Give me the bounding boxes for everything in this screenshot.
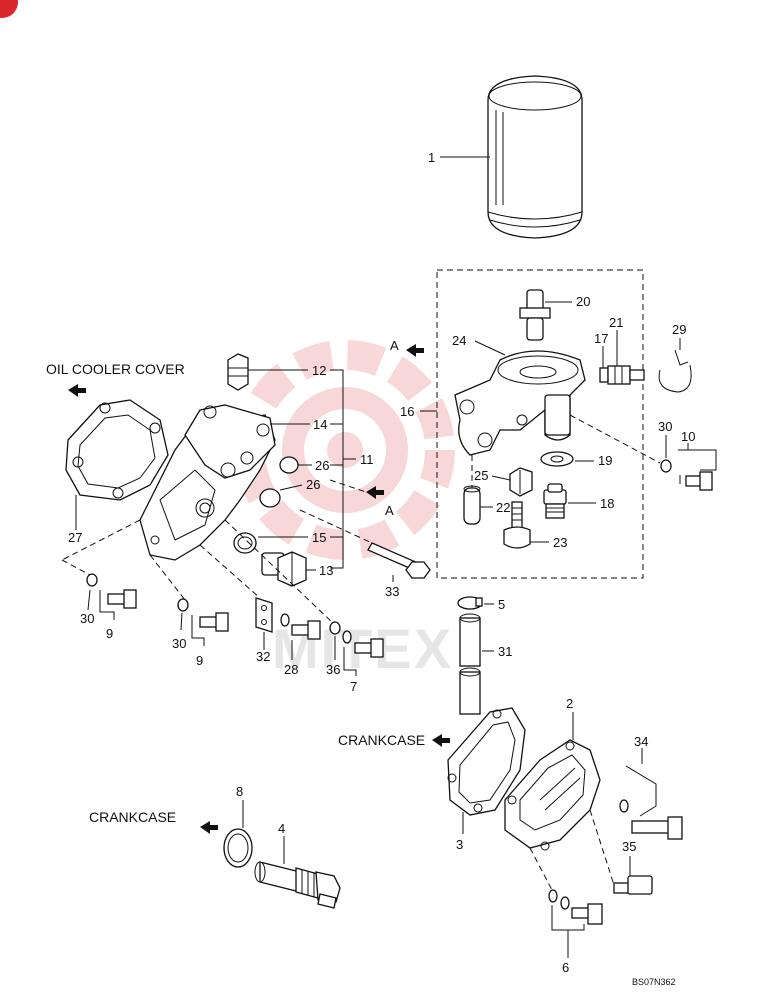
washer-30-right (660, 459, 672, 473)
arrow-oil-cooler-cover (68, 384, 86, 397)
callout-15: 15 (312, 530, 326, 545)
callout-26b: 26 (306, 477, 320, 492)
callout-17: 17 (594, 331, 608, 346)
callout-32: 32 (256, 649, 270, 664)
washer-30b (177, 598, 189, 612)
callout-24: 24 (452, 333, 466, 348)
corner-badge (0, 0, 18, 18)
callout-10: 10 (681, 429, 695, 444)
ref-a-mid: A (385, 503, 394, 518)
callout-4: 4 (278, 821, 285, 836)
gasket-3 (447, 707, 526, 816)
callout-21: 21 (609, 315, 623, 330)
filter-head-16 (454, 350, 586, 456)
callout-2: 2 (566, 696, 573, 711)
callout-7: 7 (350, 679, 357, 694)
arrow-crankcase-left (200, 821, 218, 834)
sleeve-22 (463, 485, 481, 525)
callout-29: 29 (672, 322, 686, 337)
callout-20: 20 (576, 294, 590, 309)
bolt-10 (679, 471, 713, 491)
callout-16: 16 (400, 404, 414, 419)
callout-11: 11 (360, 452, 374, 467)
oring-15 (233, 532, 257, 554)
pump-2 (504, 739, 601, 851)
callout-33: 33 (385, 584, 399, 599)
plug-13 (261, 551, 307, 587)
fitting-21 (599, 365, 645, 385)
callout-9b: 9 (196, 653, 203, 668)
gasket-27 (65, 399, 169, 501)
bolt-7 (342, 630, 384, 658)
arrow-a-mid (366, 486, 384, 499)
drawing-code: BS07N362 (632, 977, 676, 987)
washer-8 (223, 828, 253, 868)
callout-6: 6 (562, 960, 569, 975)
bolt-34 (631, 816, 683, 840)
plate-32 (255, 597, 273, 633)
caption-oil-cooler-cover: OIL COOLER COVER (46, 361, 185, 377)
bolt-6 (571, 903, 603, 925)
callout-26a: 26 (315, 458, 329, 473)
callout-30c: 30 (658, 419, 672, 434)
washer-19 (540, 451, 574, 467)
arrow-a-top (406, 344, 424, 357)
oring-26b (259, 488, 281, 508)
callout-35: 35 (622, 839, 636, 854)
washer-6a (548, 889, 558, 903)
clip-29 (658, 349, 692, 393)
bolt-33 (367, 542, 431, 579)
callout-5: 5 (498, 597, 505, 612)
callout-34: 34 (634, 734, 648, 749)
callout-28: 28 (284, 662, 298, 677)
washer-36 (329, 621, 341, 635)
washer-34 (619, 799, 629, 813)
arrow-crankcase-mid (432, 734, 450, 747)
hose-31 (459, 613, 481, 715)
callout-13: 13 (319, 563, 333, 578)
callout-19: 19 (598, 453, 612, 468)
nut-25 (509, 467, 533, 497)
clamp-5 (457, 596, 483, 610)
plug-12 (227, 353, 249, 391)
oring-26a (279, 456, 299, 474)
watermark-logo (235, 340, 455, 560)
callout-30b: 30 (172, 636, 186, 651)
callout-23: 23 (553, 535, 567, 550)
callout-12: 12 (312, 363, 326, 378)
bolt-9b (199, 612, 229, 632)
caption-crankcase-mid: CRANKCASE (338, 732, 425, 748)
callout-25: 25 (474, 468, 488, 483)
oil-filter (487, 75, 583, 239)
bracket-11 (330, 369, 344, 569)
callout-1: 1 (428, 150, 435, 165)
callout-8: 8 (236, 784, 243, 799)
callout-22: 22 (496, 500, 510, 515)
bolt-23 (503, 501, 531, 549)
callout-36: 36 (326, 662, 340, 677)
callout-31: 31 (498, 644, 512, 659)
oil-cooler-cover (139, 404, 276, 561)
sensor-4 (254, 861, 341, 909)
bolt-35 (613, 875, 653, 895)
callout-3: 3 (456, 837, 463, 852)
ref-a-top: A (390, 338, 399, 353)
callout-9a: 9 (106, 626, 113, 641)
plug-18 (543, 483, 567, 519)
callout-27: 27 (68, 530, 82, 545)
nipple-20 (519, 289, 551, 341)
callout-18: 18 (600, 496, 614, 511)
washer-6b (560, 896, 570, 910)
filter-head-group-box (436, 269, 644, 579)
bolt-9a (107, 589, 137, 609)
callout-30a: 30 (80, 611, 94, 626)
callout-14: 14 (313, 417, 327, 432)
washer-30a (86, 573, 98, 587)
bolt-28 (280, 613, 321, 640)
caption-crankcase-left: CRANKCASE (89, 809, 176, 825)
